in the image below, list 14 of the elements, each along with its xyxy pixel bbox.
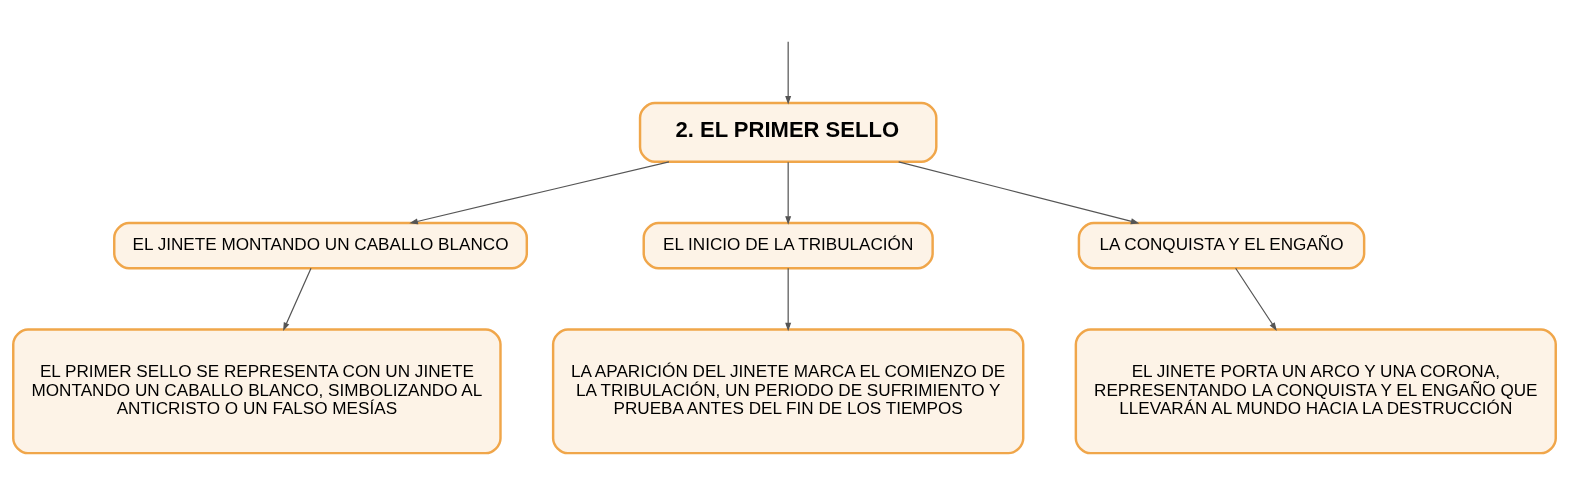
arrow — [785, 161, 792, 225]
node-box: EL PRIMER SELLO SE REPRESENTA CON UN JINETE MONTANDO UN CABALLO BLANCO, SIMBOLIZANDO AL ANTICRISTO O UN FALSO MESÍAS — [12, 328, 502, 455]
node-box: EL JINETE MONTANDO UN CABALLO BLANCO — [113, 221, 529, 270]
node-box: 2. EL PRIMER SELLO — [638, 101, 938, 163]
node-box: EL JINETE PORTA UN ARCO Y UNA CORONA, REPRESENTANDO LA CONQUISTA Y EL ENGAÑO QUE LLEVARÁN AL MUNDO HACIA LA DESTRUCCIÓN — [1074, 328, 1557, 455]
arrow — [898, 161, 1140, 225]
arrow — [283, 267, 312, 332]
arrow — [785, 267, 792, 332]
node-box: LA CONQUISTA Y EL ENGAÑO — [1077, 221, 1366, 270]
arrow — [785, 41, 792, 105]
arrow — [1235, 267, 1277, 331]
node-box: LA APARICIÓN DEL JINETE MARCA EL COMIENZO DE LA TRIBULACIÓN, UN PERIODO DE SUFRIMIENTO Y PRUEBA ANTES DEL FIN DE LOS TIEMPOS — [551, 328, 1025, 455]
node-box: EL INICIO DE LA TRIBULACIÓN — [642, 221, 934, 270]
arrow — [409, 161, 670, 225]
